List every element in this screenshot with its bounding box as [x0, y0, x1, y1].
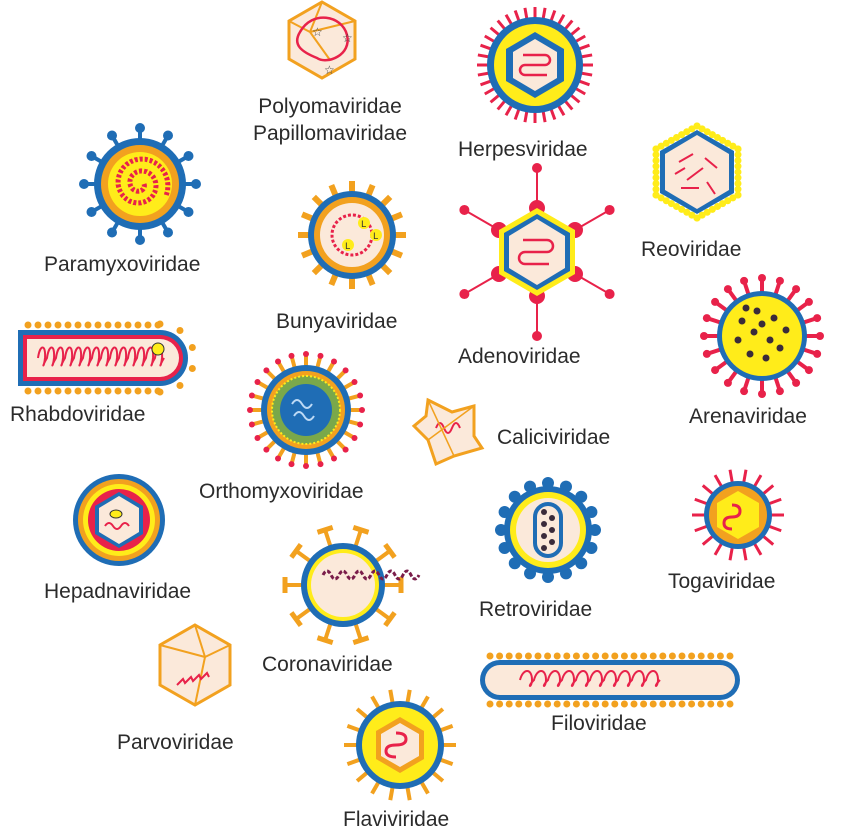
- layered-circle-icon: [247, 351, 365, 469]
- label-togaviridae: Togaviridae: [668, 570, 775, 594]
- filament-icon: [480, 653, 740, 708]
- label-herpesviridae: Herpesviridae: [458, 138, 588, 162]
- svg-text:L: L: [345, 242, 350, 252]
- label-adenoviridae: Adenoviridae: [458, 345, 581, 369]
- label-bunyaviridae: Bunyaviridae: [276, 310, 397, 334]
- star-capsid-icon: [414, 400, 482, 464]
- ringed-hexagon-icon: [73, 474, 165, 566]
- label-orthomyxoviridae: Orthomyxoviridae: [199, 480, 364, 504]
- segmented-circle-icon: L L L: [298, 181, 406, 289]
- spiral-nucleocapsid-icon: [79, 123, 201, 245]
- dotted-circle-icon: [700, 274, 824, 398]
- label-reoviridae: Reoviridae: [641, 238, 741, 262]
- svg-text:L: L: [373, 232, 378, 242]
- label-papillomaviridae: Papillomaviridae: [253, 122, 407, 146]
- label-paramyxoviridae: Paramyxoviridae: [44, 253, 200, 277]
- label-hepadnaviridae: Hepadnaviridae: [44, 580, 191, 604]
- svg-text:☆: ☆: [324, 63, 335, 77]
- svg-text:L: L: [361, 220, 366, 230]
- label-parvoviridae: Parvoviridae: [117, 731, 234, 755]
- svg-text:☆: ☆: [312, 25, 323, 39]
- label-coronaviridae: Coronaviridae: [262, 653, 393, 677]
- cone-core-icon: [495, 477, 601, 583]
- hexagon-double-shell-icon: [653, 123, 742, 222]
- label-rhabdoviridae: Rhabdoviridae: [10, 403, 145, 427]
- label-polyomaviridae: Polyomaviridae: [258, 95, 402, 119]
- hexagon-in-circle-icon: [692, 470, 784, 561]
- label-caliciviridae: Caliciviridae: [497, 426, 610, 450]
- svg-text:☆: ☆: [342, 31, 353, 45]
- icosahedron-orange-icon: ☆ ☆ ☆: [289, 2, 355, 78]
- small-icosahedron-icon: [160, 625, 230, 705]
- label-retroviridae: Retroviridae: [479, 598, 592, 622]
- crown-spikes-icon: [285, 527, 419, 642]
- label-arenaviridae: Arenaviridae: [689, 405, 807, 429]
- hexagon-fibers-icon: [460, 164, 613, 340]
- label-flaviviridae: Flaviviridae: [343, 808, 449, 832]
- bullet-shape-icon: [18, 321, 196, 396]
- enveloped-hexagon-icon: [344, 690, 456, 800]
- hexagon-spiked-icon: [477, 7, 593, 123]
- label-filoviridae: Filoviridae: [551, 712, 647, 736]
